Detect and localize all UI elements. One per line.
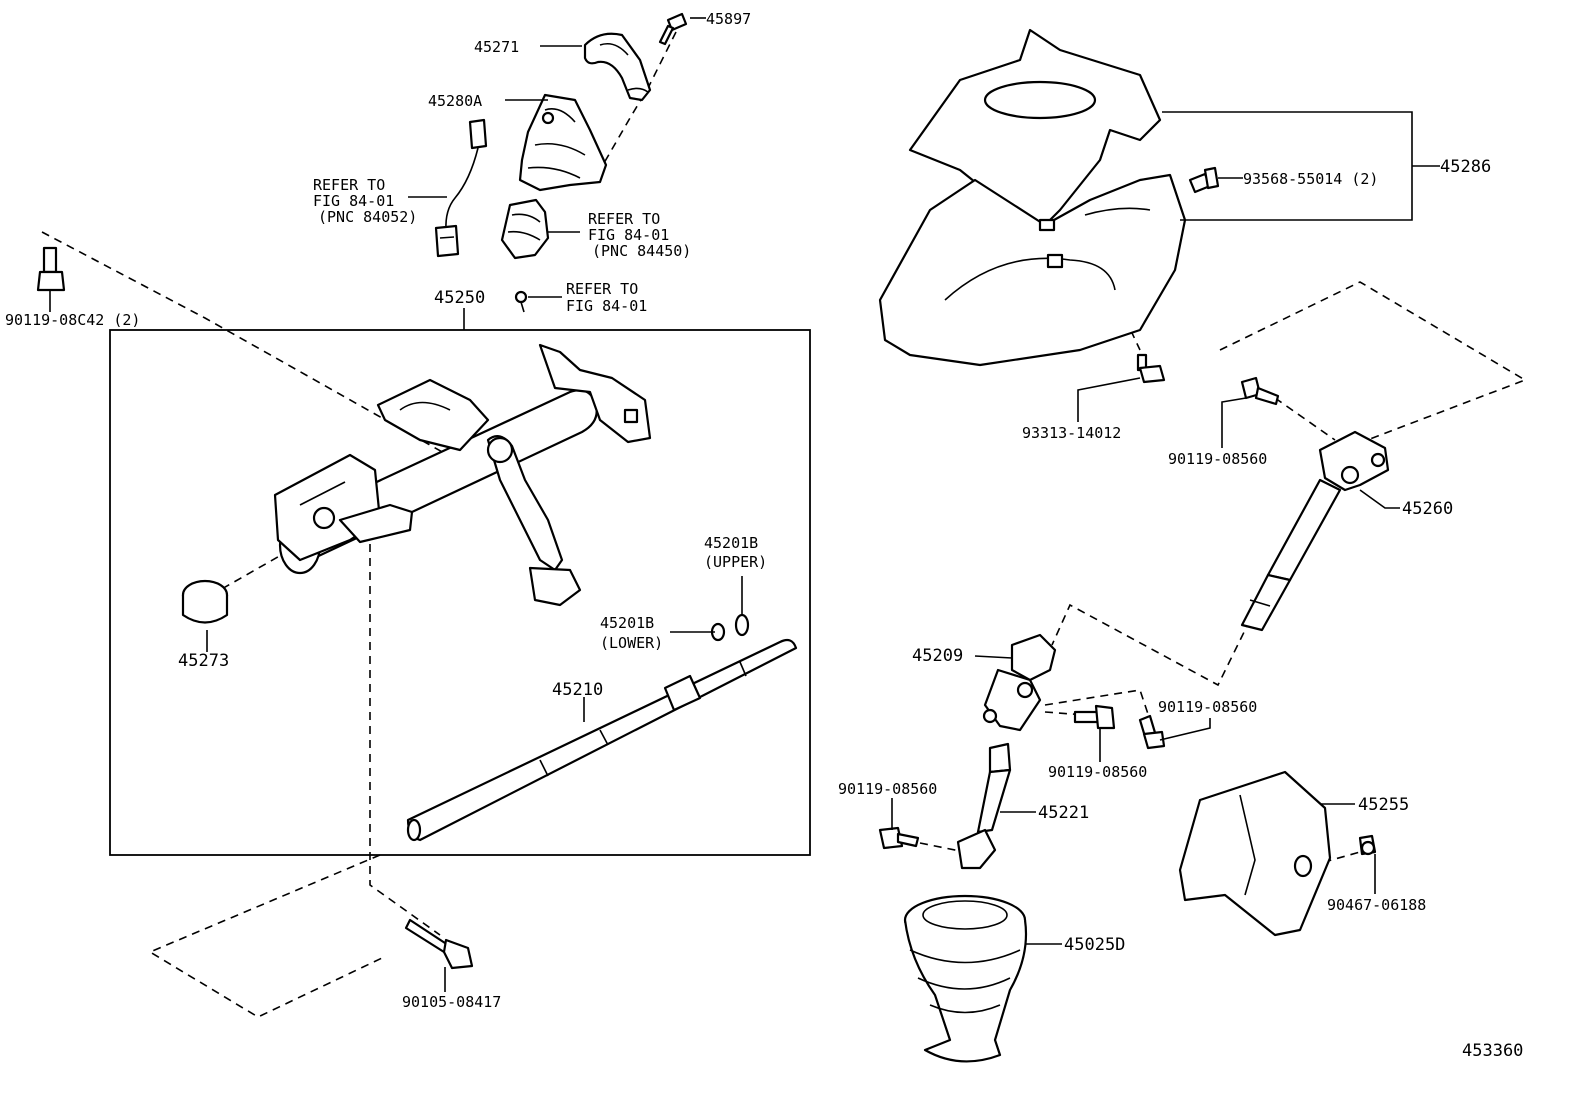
- label-90119-08560-right: 90119-08560: [1158, 698, 1257, 716]
- bolt-90119-08560-lower-left: [878, 826, 920, 850]
- bolt-90119-08c42: [36, 246, 66, 292]
- wire-harness-84052: [434, 118, 488, 258]
- part-labels: 45897 45271 45280A REFER TO FIG 84-01 (P…: [5, 10, 1523, 1061]
- leader-lines: [49, 17, 1400, 992]
- bracket-45271: [583, 32, 652, 102]
- lower-shaft-45221: [956, 742, 1012, 870]
- label-45221: 45221: [1038, 803, 1089, 823]
- label-45286: 45286: [1440, 157, 1491, 177]
- screw-93568-55014: [1188, 166, 1220, 194]
- label-refer-fig-line2: FIG 84-01: [566, 297, 647, 315]
- boot-45025d: [903, 894, 1028, 1063]
- cover-45255: [1178, 770, 1332, 937]
- bolt-90119-08560-top: [1240, 376, 1280, 406]
- label-45201b-lower-line2: (LOWER): [600, 634, 663, 652]
- u-joint-45209: [982, 633, 1057, 732]
- label-90119-08560-mid: 90119-08560: [1048, 763, 1147, 781]
- label-45210: 45210: [552, 680, 603, 700]
- intermediate-shaft-45260: [1240, 430, 1390, 632]
- screw-45897: [658, 12, 688, 46]
- label-90119-08560-lower-left: 90119-08560: [838, 780, 937, 798]
- label-refer-84052-line2: FIG 84-01: [313, 192, 394, 210]
- label-45201b-lower-line1: 45201B: [600, 614, 654, 632]
- label-90119-08560-top: 90119-08560: [1168, 450, 1267, 468]
- key-cylinder-84450: [500, 198, 550, 260]
- switch-housing-45280a: [518, 93, 608, 192]
- screw-90467-06188: [1358, 834, 1377, 856]
- label-45255: 45255: [1358, 795, 1409, 815]
- bolt-90119-08560-mid: [1073, 704, 1116, 730]
- small-screw-refer-fig: [514, 290, 528, 313]
- assembly-dashed-lines: [41, 31, 1527, 1018]
- label-refer-fig-line1: REFER TO: [566, 280, 638, 298]
- figure-id: 453360: [1462, 1041, 1523, 1061]
- label-90105-08417: 90105-08417: [402, 993, 501, 1011]
- column-assembly-box-45250: [109, 329, 811, 856]
- main-shaft-45210: [406, 638, 798, 842]
- label-93568-55014: 93568-55014 (2): [1243, 170, 1378, 188]
- bolt-90105-08417: [404, 918, 474, 970]
- snap-rings-45201b: [710, 613, 750, 642]
- label-45897: 45897: [706, 10, 751, 28]
- label-45273: 45273: [178, 651, 229, 671]
- label-90119-08c42: 90119-08C42 (2): [5, 311, 140, 329]
- label-45201b-upper-line2: (UPPER): [704, 553, 767, 571]
- label-45025d: 45025D: [1064, 935, 1125, 955]
- label-45250: 45250: [434, 288, 485, 308]
- label-refer-84450-line3: (PNC 84450): [592, 242, 691, 260]
- label-45209: 45209: [912, 646, 963, 666]
- label-refer-84450-line2: FIG 84-01: [588, 226, 669, 244]
- screw-93313-14012: [1136, 353, 1166, 384]
- bolt-90119-08560-right: [1138, 714, 1166, 750]
- label-93313-14012: 93313-14012: [1022, 424, 1121, 442]
- label-refer-84052-line1: REFER TO: [313, 176, 385, 194]
- column-cover-45286: [878, 28, 1187, 367]
- label-45271: 45271: [474, 38, 519, 56]
- steering-column-tube-45250: [273, 343, 652, 607]
- bracket-45286: [1162, 111, 1413, 221]
- label-refer-84052-line3: (PNC 84052): [318, 208, 417, 226]
- label-90467-06188: 90467-06188: [1327, 896, 1426, 914]
- label-refer-84450-line1: REFER TO: [588, 210, 660, 228]
- label-45260: 45260: [1402, 499, 1453, 519]
- label-45201b-upper-line1: 45201B: [704, 534, 758, 552]
- collar-45273: [181, 579, 229, 624]
- label-45280a: 45280A: [428, 92, 482, 110]
